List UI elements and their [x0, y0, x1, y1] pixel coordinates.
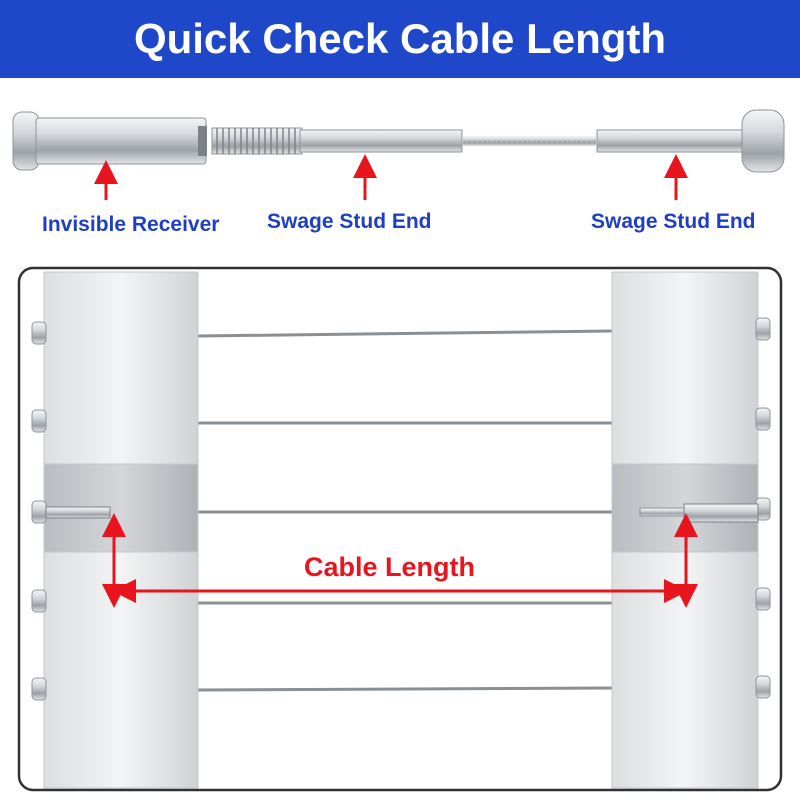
invisible-receiver-fitting [12, 111, 207, 171]
swage-stud-fitting-center [211, 127, 463, 155]
invisible-receiver-label: Invisible Receiver [42, 213, 220, 236]
swage-stud-end-label-right: Swage Stud End [591, 210, 756, 233]
right-post [611, 271, 771, 789]
railing-cables [120, 329, 660, 692]
page-title: Quick Check Cable Length [133, 15, 667, 62]
cable-length-arrows [102, 513, 698, 608]
pointer-arrows [94, 154, 688, 200]
swage-stud-end-label-center: Swage Stud End [267, 210, 432, 233]
railing-frame [17, 266, 783, 792]
title-banner: Quick Check Cable Length [0, 0, 800, 78]
cable-length-label: Cable Length [300, 552, 480, 583]
top-cable [463, 136, 596, 146]
swage-stud-fitting-right [596, 109, 785, 173]
